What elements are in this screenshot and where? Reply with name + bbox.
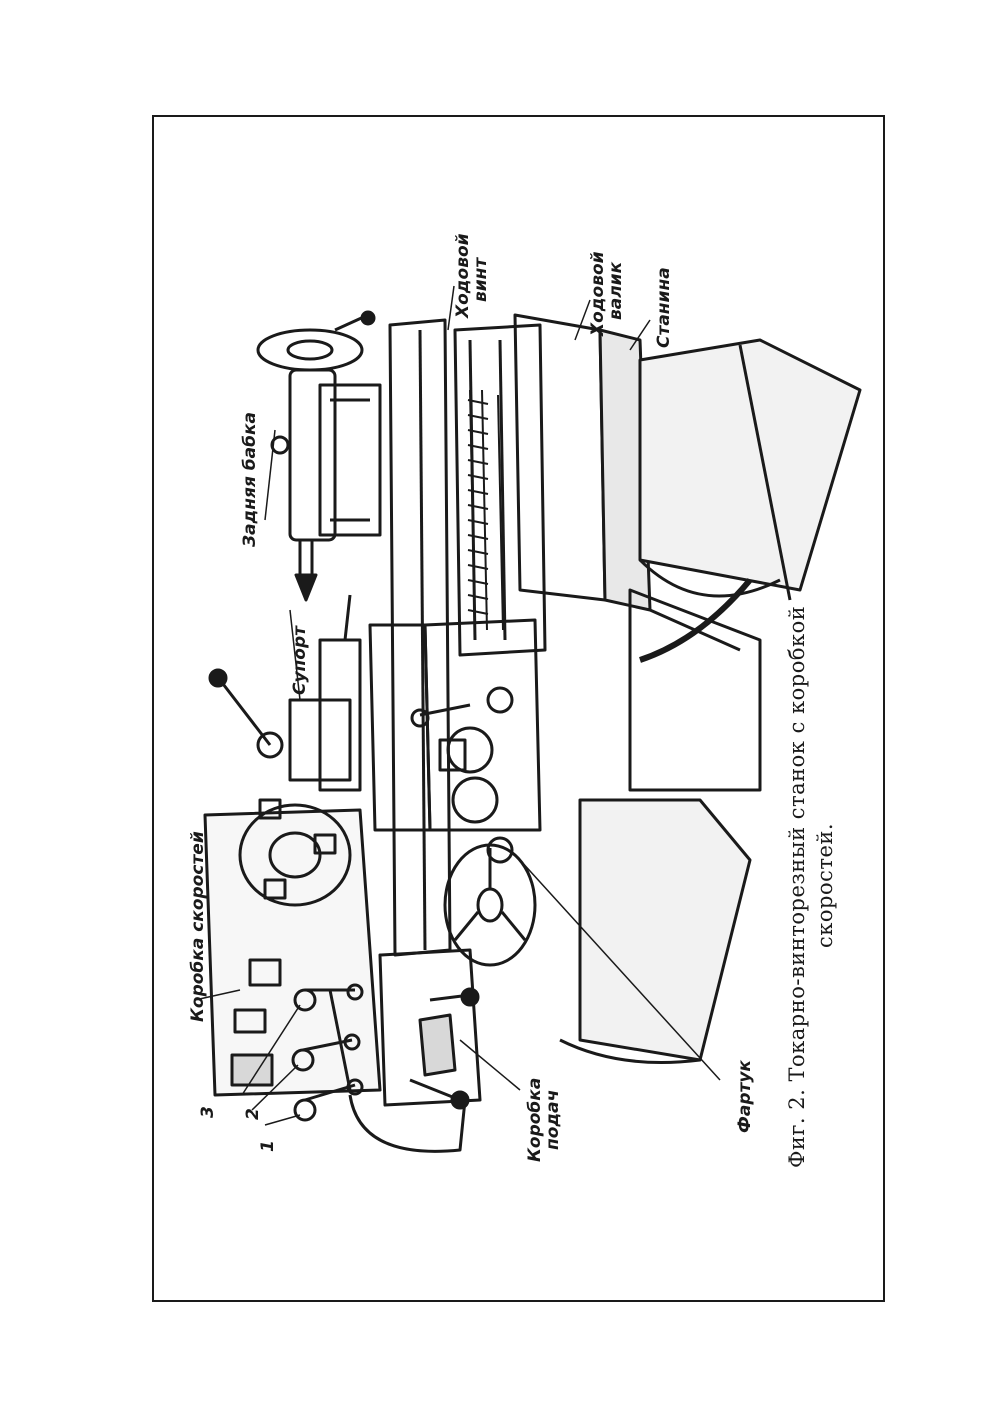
figure-frame [152,115,885,1302]
figure-caption-line1: Фиг. 2. Токарно-винторезный станок с кор… [785,605,809,1168]
lead-screw [467,389,504,631]
figure-caption-line2: скоростей. [813,822,837,948]
label-feed-shaft-1: Ходовой [588,251,608,336]
label-carriage: Супорт [290,625,310,695]
label-headstock: Коробка скоростей [188,831,208,1022]
headstock-base [348,1094,467,1153]
apron-handwheel [443,843,537,967]
bed-leg-left [559,798,752,1064]
label-lever-2: 2 [243,1108,263,1120]
headstock [203,808,382,1097]
label-feed-box-1: Коробка [525,1077,545,1162]
label-lever-1: 1 [258,1140,278,1152]
feed-box [378,948,482,1110]
tool-post [208,594,362,792]
leader-lines [194,285,721,1126]
label-apron: Фартук [735,1060,755,1133]
label-lead-screw-2: винт [471,257,491,302]
label-feed-shaft-2: валик [606,261,626,320]
label-feed-box-2: подач [543,1089,563,1150]
label-lever-3: 3 [198,1106,218,1118]
chuck [238,798,352,907]
carriage [368,618,542,864]
label-bed: Станина [654,267,674,348]
chip-tray [628,578,762,792]
tailstock-body [270,368,382,602]
label-lead-screw-1: Ходовой [453,233,473,318]
label-tailstock: Задняя бабка [240,412,260,547]
speed-levers [291,983,364,1122]
tailstock-handwheel [256,310,376,372]
bed-leg-right [638,338,862,601]
